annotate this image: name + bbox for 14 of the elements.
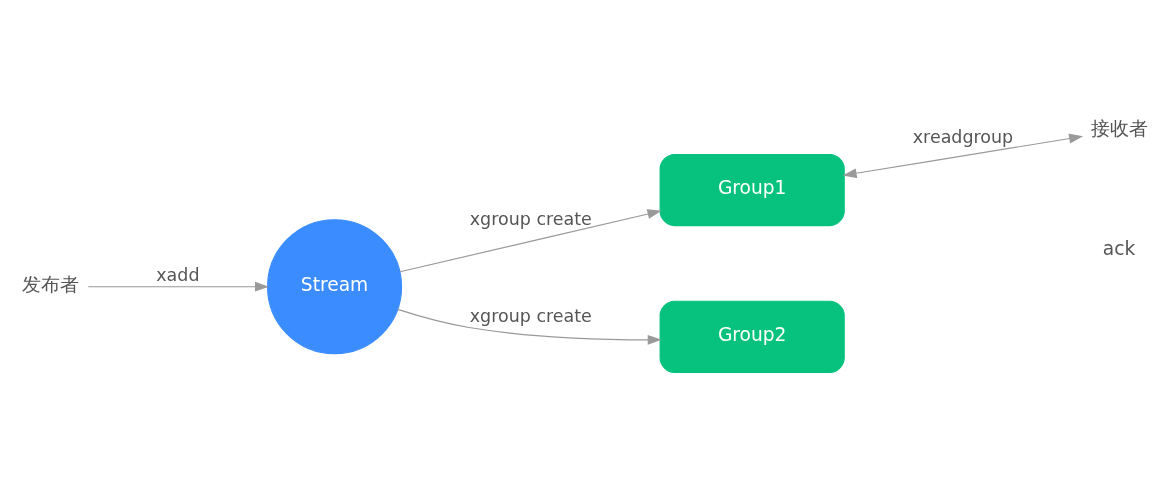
label: ack (1102, 238, 1136, 260)
node-box: Group2 (659, 300, 845, 373)
edge-label: xadd (156, 264, 200, 285)
node-text: 接收者 (1090, 118, 1148, 140)
node-box: Group1 (659, 153, 845, 227)
arrow (842, 133, 1084, 179)
arrow (399, 209, 662, 273)
edge-label: xreadgroup (912, 127, 1014, 148)
edge-label: xgroup create (469, 305, 592, 326)
arrow (397, 308, 662, 345)
edge-label: xgroup create (469, 208, 592, 229)
node-text: 发布者 (22, 274, 80, 296)
node-circle: Stream (267, 219, 403, 355)
arrow (87, 281, 269, 292)
